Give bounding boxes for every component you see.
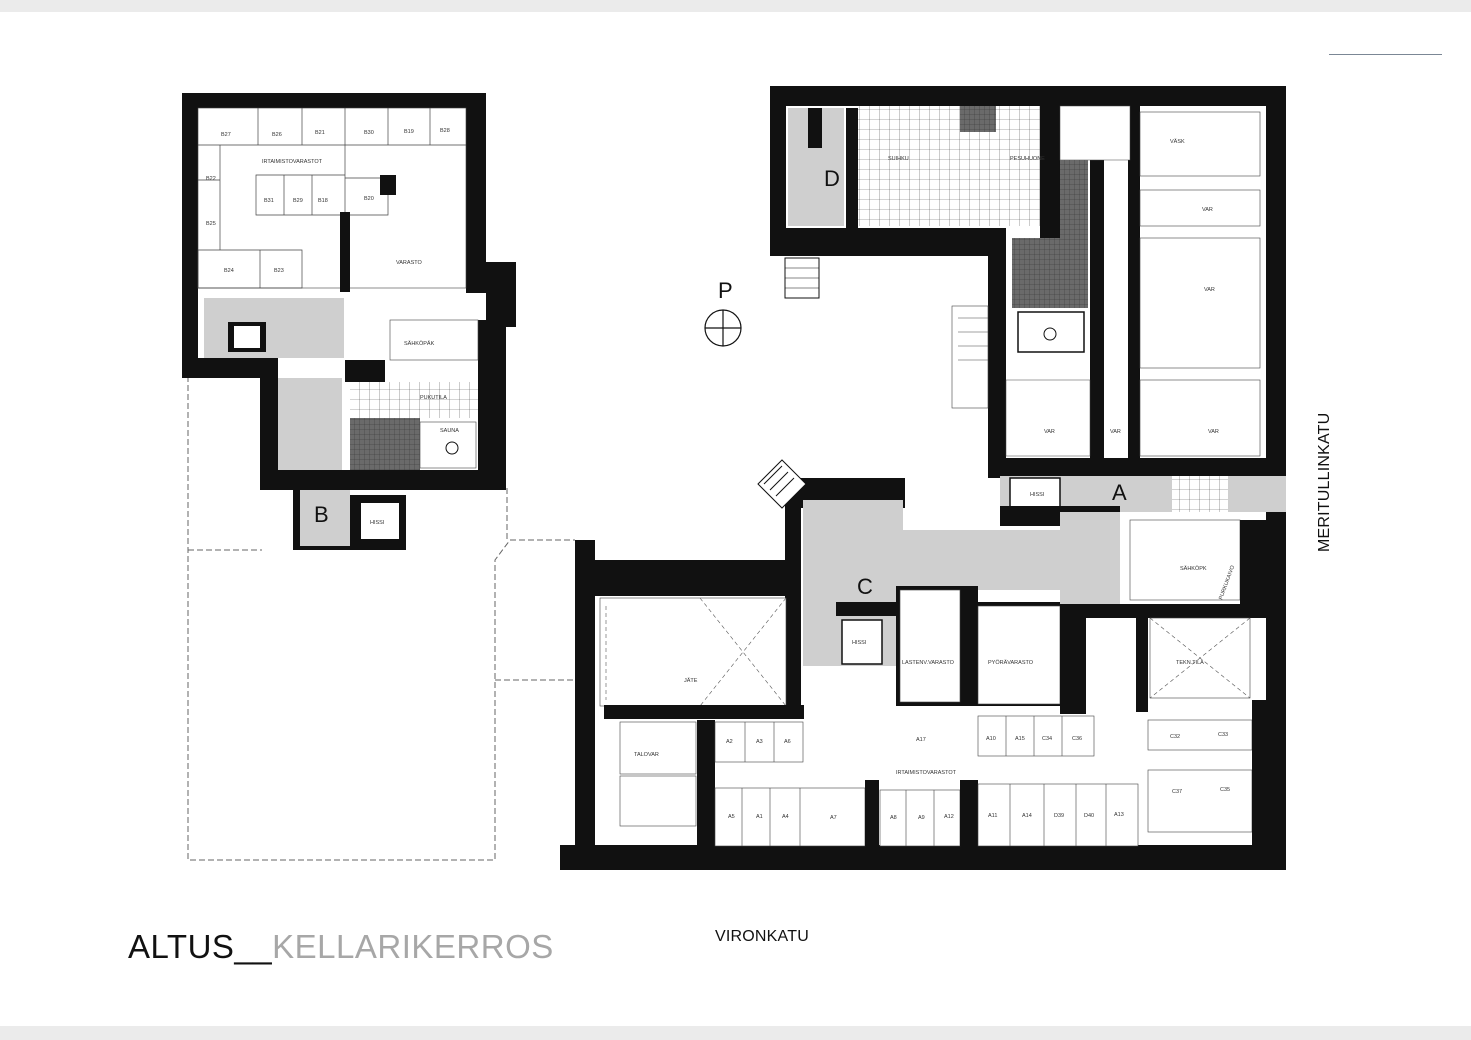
room-hissi-c: HISSI: [852, 640, 867, 646]
unit-label: B27: [221, 132, 231, 138]
unit-label: A8: [890, 815, 897, 821]
room-var-1: VAR: [1202, 207, 1213, 213]
top-band: [0, 0, 1471, 12]
east-wing: [951, 86, 1286, 826]
courtyard-marker-icon: [704, 309, 742, 347]
neighbour-outlines: [187, 376, 575, 861]
unit-label: A9: [918, 815, 925, 821]
storage-unit-labels: B27 B26 B21 B30 B19 B28 B22 B31 B29 B18 …: [206, 128, 1230, 821]
unit-label: B28: [440, 128, 450, 134]
unit-label: A4: [782, 814, 789, 820]
unit-label: C35: [1220, 787, 1230, 793]
room-hissi-a: HISSI: [1030, 492, 1045, 498]
room-var-2: VAR: [1204, 287, 1215, 293]
stair-d-label: D: [824, 166, 840, 191]
room-irtaimisto-a: IRTAIMISTOVARASTOT: [896, 770, 957, 776]
unit-label: C36: [1072, 736, 1082, 742]
unit-label: B26: [272, 132, 282, 138]
room-pyoravarasto: PYÖRÄVARASTO: [988, 659, 1034, 666]
room-var-4: VAR: [1044, 429, 1055, 435]
unit-label: A15: [1015, 736, 1025, 742]
unit-label: B25: [206, 221, 216, 227]
page-title: ALTUS__KELLARIKERROS: [128, 928, 554, 966]
room-var-5: VAR: [1110, 429, 1121, 435]
room-suihku: SUIHKU: [888, 156, 909, 162]
room-jate: JÄTE: [684, 677, 698, 684]
courtyard-stair: [757, 459, 807, 509]
room-vk: VÄSK: [1170, 138, 1185, 145]
unit-label: B31: [264, 198, 274, 204]
street-label-vironkatu: VIRONKATU: [715, 928, 809, 945]
unit-label: B20: [364, 196, 374, 202]
title-separator: __: [234, 928, 273, 965]
unit-label: B29: [293, 198, 303, 204]
unit-label: A11: [988, 813, 997, 819]
room-talovar: TALOVAR: [634, 752, 659, 758]
unit-label: B30: [364, 130, 374, 136]
unit-label: B18: [318, 198, 328, 204]
room-sahkopk: SÄHKÖPÄK: [404, 340, 435, 347]
stair-b-label: B: [314, 502, 329, 527]
room-var-3: VAR: [1208, 429, 1219, 435]
stair-a-label: A: [1112, 480, 1127, 505]
street-label-meritullinkatu: MERITULLINKATU: [1316, 412, 1333, 552]
wing-b: [182, 93, 516, 550]
room-tekn: TEKN.TILA: [1176, 660, 1204, 666]
unit-label: A6: [784, 739, 791, 745]
room-varasto: VARASTO: [396, 260, 422, 266]
room-sauna: SAUNA: [440, 428, 459, 434]
unit-label: B21: [315, 130, 325, 136]
room-lastenv: LASTENV.VARASTO: [902, 660, 955, 666]
room-irtaimisto-b: IRTAIMISTOVARASTOT: [262, 159, 323, 165]
title-building: ALTUS: [128, 928, 235, 965]
unit-label: A10: [986, 736, 996, 742]
wing-d: [770, 86, 1282, 299]
unit-label: B24: [224, 268, 234, 274]
unit-label: A7: [830, 815, 837, 821]
unit-label: B22: [206, 176, 216, 182]
unit-label: D40: [1084, 813, 1094, 819]
unit-label: A3: [756, 739, 763, 745]
unit-label: A17: [916, 737, 926, 743]
unit-label: C32: [1170, 734, 1180, 740]
south-wing: [560, 478, 1286, 870]
title-floor: KELLARIKERROS: [272, 928, 554, 965]
unit-label: A14: [1022, 813, 1032, 819]
unit-label: C37: [1172, 789, 1182, 795]
unit-label: C34: [1042, 736, 1052, 742]
bottom-band: [0, 1026, 1471, 1040]
header-rule: [1329, 54, 1442, 55]
unit-label: D39: [1054, 813, 1064, 819]
unit-label: A1: [756, 814, 763, 820]
courtyard-label: P: [718, 278, 733, 303]
room-pesuhuone: PESUHUONE: [1010, 156, 1045, 162]
room-pukutila: PUKUTILA: [420, 395, 447, 401]
room-hissi-b: HISSI: [370, 520, 385, 526]
room-sahkopk-a: SÄHKÖPK: [1180, 565, 1207, 572]
stair-c-label: C: [857, 574, 873, 599]
unit-label: A13: [1114, 812, 1124, 818]
unit-label: C33: [1218, 732, 1228, 738]
unit-label: B23: [274, 268, 284, 274]
unit-label: A5: [728, 814, 735, 820]
unit-label: A12: [944, 814, 954, 820]
unit-label: A2: [726, 739, 733, 745]
unit-label: B19: [404, 129, 414, 135]
